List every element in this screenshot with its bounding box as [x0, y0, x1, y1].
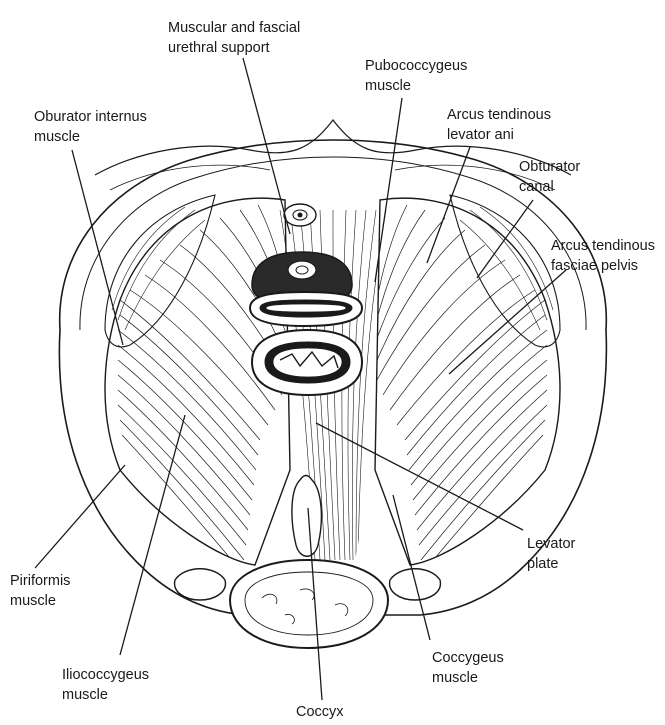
- levator-ani-right: [373, 205, 547, 570]
- label-coccygeus: Coccygeus muscle: [432, 648, 504, 688]
- leader-coccygeus: [393, 495, 430, 640]
- label-obturator-canal: Obturator canal: [519, 157, 580, 197]
- label-urethral-support: Muscular and fascial urethral support: [168, 18, 300, 58]
- sacrum: [230, 560, 388, 648]
- label-iliococcygeus: Iliococcygeus muscle: [62, 665, 149, 705]
- obturator-internus-left: [105, 195, 215, 347]
- levator-ani-right-outline: [375, 198, 560, 565]
- label-arcus-levator: Arcus tendinous levator ani: [447, 105, 551, 145]
- label-obturator-internus: Oburator internus muscle: [34, 107, 147, 147]
- coccyx-bone: [292, 476, 321, 557]
- label-pubococcygeus: Pubococcygeus muscle: [365, 56, 467, 96]
- urethra: [284, 204, 316, 226]
- leader-piriformis: [35, 465, 125, 568]
- leader-arcus-fasciae: [449, 270, 566, 374]
- label-coccyx: Coccyx: [296, 702, 344, 722]
- leader-iliococcygeus: [120, 415, 185, 655]
- rectum: [252, 330, 362, 395]
- vagina: [250, 292, 362, 326]
- leader-pubococcygeus: [375, 98, 402, 282]
- leader-obturator-canal: [477, 200, 533, 278]
- label-arcus-fasciae: Arcus tendinous fasciae pelvis: [551, 236, 655, 276]
- leader-obturator-internus: [72, 150, 123, 345]
- label-levator-plate: Levator plate: [527, 534, 575, 574]
- label-piriformis: Piriformis muscle: [10, 571, 70, 611]
